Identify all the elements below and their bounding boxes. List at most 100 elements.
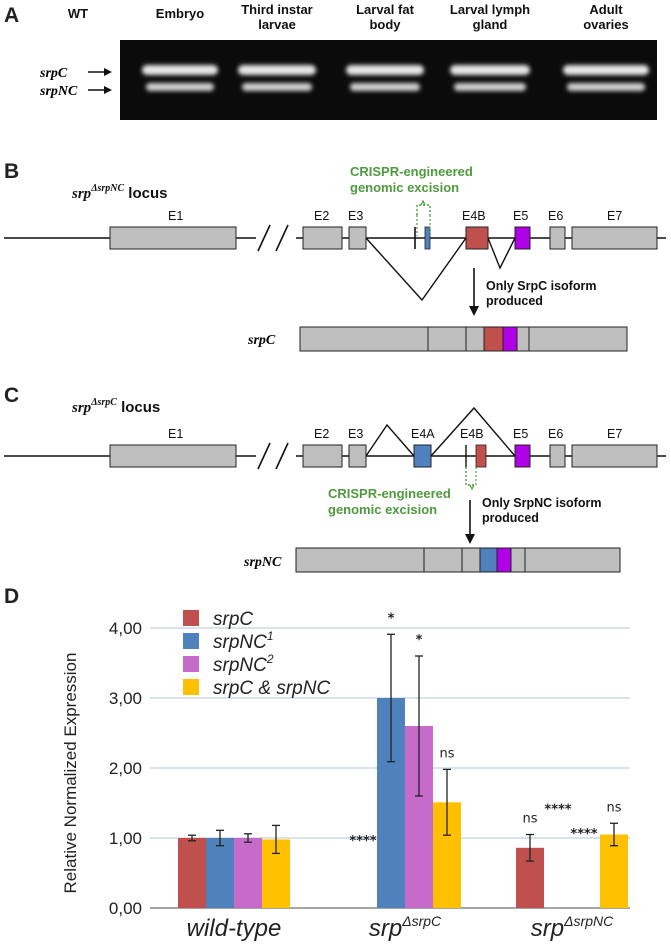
arrow-c xyxy=(465,500,475,544)
significance-label: **** xyxy=(544,803,571,818)
panel-a-label: A xyxy=(4,4,19,27)
product-note-b-line1: Only SrpC isoform xyxy=(486,279,596,293)
exon-e1-b xyxy=(109,226,237,250)
significance-label: ns xyxy=(606,800,621,815)
exon-e2-b xyxy=(302,226,343,250)
exon-label-b-e6: E6 xyxy=(548,209,563,223)
exon-e4b-c-partial xyxy=(475,444,487,468)
y-tick-label: 1,00 xyxy=(109,829,142,848)
exon-e1-c xyxy=(109,444,237,468)
y-axis-title: Relative Normalized Expression xyxy=(61,653,80,894)
gel-band-srpnc xyxy=(242,83,312,91)
gel-band-label-srpc: srpC xyxy=(39,66,112,81)
legend-label: srpC xyxy=(213,609,253,630)
exon-label-c-e5: E5 xyxy=(513,427,528,441)
gel-lane-label: WT xyxy=(68,6,88,21)
exon-e3-c xyxy=(348,444,367,468)
legend-swatch xyxy=(183,656,199,672)
exon-e7-b xyxy=(571,226,658,250)
y-tick-label: 4,00 xyxy=(109,619,142,638)
exon-e2-c xyxy=(302,444,343,468)
gel-band-srpc xyxy=(563,65,649,75)
gel-image xyxy=(120,40,657,120)
panel-b-label: B xyxy=(4,160,19,183)
exon-label-b-e3: E3 xyxy=(348,209,363,223)
exon-e5-b xyxy=(514,226,531,250)
exon-e6-b xyxy=(549,226,566,250)
crispr-note-c-line1: CRISPR-engineered xyxy=(328,486,451,501)
exon-label-b-e1: E1 xyxy=(168,209,183,223)
gel-band-srpc xyxy=(142,65,218,75)
gel-band-srpc xyxy=(346,65,424,75)
gel-band-srpc xyxy=(238,65,316,75)
exon-label-c-e4a: E4A xyxy=(411,427,435,441)
exon-label-b-e4b: E4B xyxy=(462,209,486,223)
gel-band-srpnc xyxy=(567,83,645,91)
legend-label: srpC & srpNC xyxy=(213,678,330,699)
crispr-note-c-line2: genomic excision xyxy=(328,502,437,517)
transcript-c-model xyxy=(295,547,621,573)
y-tick-label: 0,00 xyxy=(109,899,142,918)
legend-label: srpNC1 xyxy=(213,629,274,653)
gel-band-srpnc xyxy=(350,83,420,91)
exon-e4a-c xyxy=(413,444,432,468)
significance-label: ns xyxy=(439,746,454,761)
bar xyxy=(206,838,234,908)
bar xyxy=(178,838,206,908)
significance-label: **** xyxy=(349,834,376,849)
legend-swatch xyxy=(183,679,199,695)
significance-label: * xyxy=(388,611,395,626)
product-note-c-line1: Only SrpNC isoform xyxy=(482,496,601,510)
locus-c-title: srpΔsrpC locus xyxy=(71,397,160,416)
exon-e6-c xyxy=(549,444,566,468)
locus-b-title: srpΔsrpNC locus xyxy=(71,183,168,202)
panel-c-label: C xyxy=(4,384,19,407)
exon-label-b-e5: E5 xyxy=(513,209,528,223)
exon-label-c-e7: E7 xyxy=(607,427,622,441)
exon-e3-b xyxy=(348,226,367,250)
exon-e4b-b xyxy=(465,226,489,250)
panel-d-label: D xyxy=(4,585,19,608)
legend-label: srpNC2 xyxy=(213,652,274,676)
exon-e7-c xyxy=(571,444,658,468)
product-note-b-line2: produced xyxy=(486,294,543,308)
exon-label-b-e2: E2 xyxy=(314,209,329,223)
exon-label-c-e3: E3 xyxy=(348,427,363,441)
significance-label: * xyxy=(416,633,423,648)
significance-label: ns xyxy=(522,812,537,827)
category-label: wild-type xyxy=(187,915,282,942)
locus-c-gene-model xyxy=(4,406,666,491)
legend-swatch xyxy=(183,610,199,626)
y-tick-label: 2,00 xyxy=(109,759,142,778)
exon-e5-c xyxy=(514,444,531,468)
legend-swatch xyxy=(183,633,199,649)
gel-lane-label: Embryo xyxy=(156,6,204,21)
transcript-label-b: srpC xyxy=(247,333,276,348)
exon-label-c-e6: E6 xyxy=(548,427,563,441)
bar xyxy=(600,834,628,908)
exon-label-b-e7: E7 xyxy=(607,209,622,223)
svg-text:srpNC: srpNC xyxy=(39,84,78,99)
crispr-note-b-line1: CRISPR-engineered xyxy=(350,164,473,179)
gel-band-label-srpnc: srpNC xyxy=(39,84,112,99)
significance-label: **** xyxy=(570,827,597,842)
transcript-b-model xyxy=(299,326,628,352)
exon-label-c-e2: E2 xyxy=(314,427,329,441)
arrow-b xyxy=(469,268,479,316)
category-label: srpΔsrpNC xyxy=(531,913,614,942)
product-note-c-line2: produced xyxy=(482,511,539,525)
category-label: srpΔsrpC xyxy=(369,913,442,942)
transcript-label-c: srpNC xyxy=(243,555,282,570)
bar xyxy=(234,838,262,908)
exon-label-c-e1: E1 xyxy=(168,427,183,441)
svg-text:srpC: srpC xyxy=(39,66,68,81)
crispr-note-b-line2: genomic excision xyxy=(350,180,459,195)
locus-b-gene-model xyxy=(4,199,666,302)
